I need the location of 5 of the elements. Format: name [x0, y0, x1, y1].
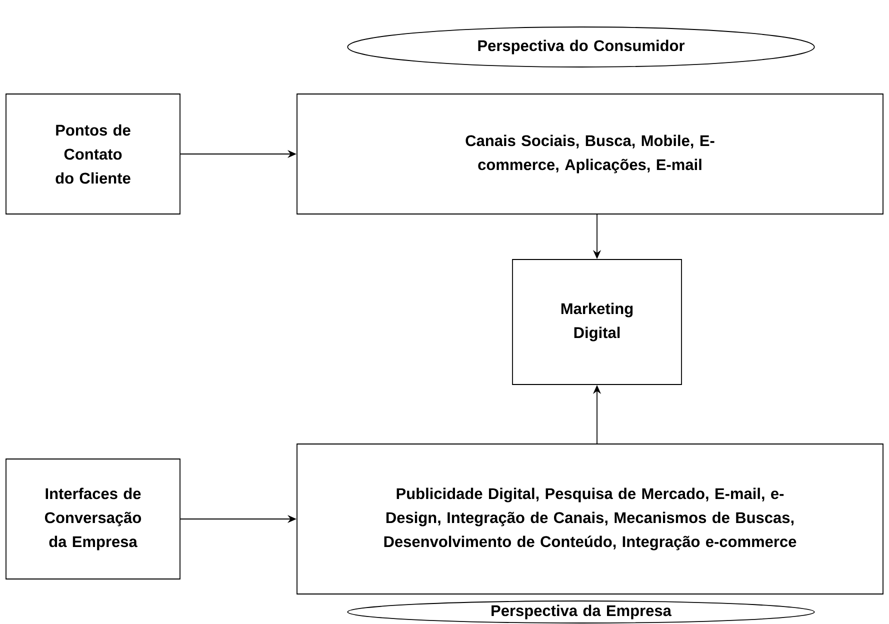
process-box: Canais Sociais, Busca, Mobile, E-commerce, Aplicações, E-mail	[296, 94, 884, 214]
process-box: Publicidade Digital, Pesquisa de Mercado, E-mail, e-Design, Integração de Canais, Mecanismos de Buscas, Desenvolvimento de Conteúdo, Integração e-commerce	[296, 444, 884, 594]
process-box: Pontos de Contato do Cliente	[6, 94, 180, 214]
process-box: Interfaces de Conversação da Empresa	[6, 458, 180, 580]
process-box: Marketing Digital	[512, 259, 682, 385]
